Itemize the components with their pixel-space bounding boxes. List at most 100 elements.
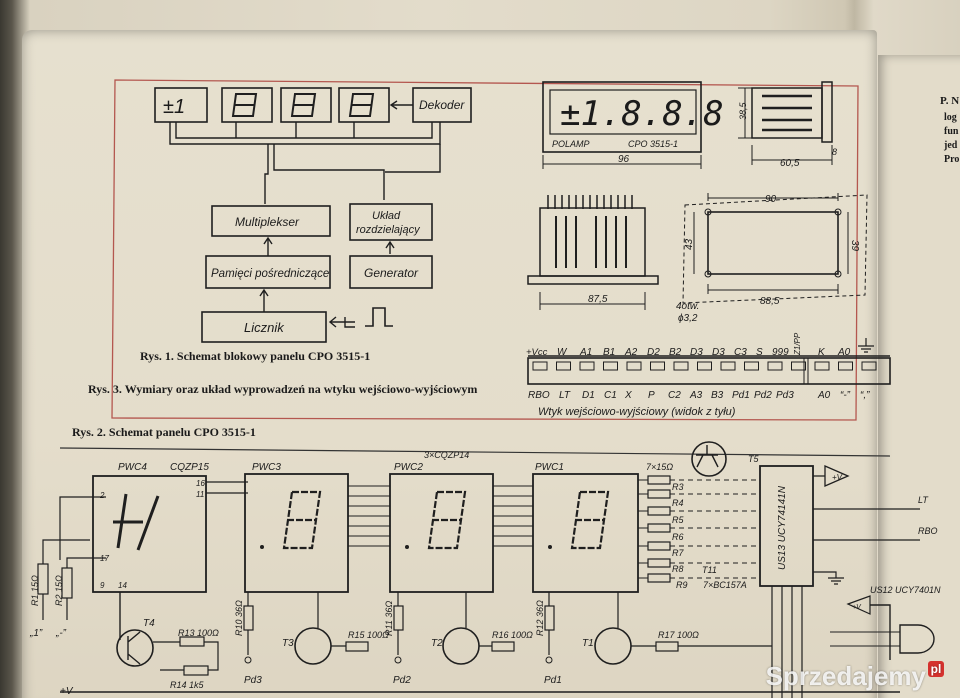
svg-text:11: 11	[196, 490, 204, 499]
watermark-badge: pl	[928, 661, 944, 677]
svg-text:+Vcc: +Vcc	[526, 347, 548, 358]
svg-text:Z1/PP: Z1/PP	[793, 332, 802, 356]
decoder-label: Dekoder	[419, 98, 465, 112]
caption-fig2: Rys. 2. Schemat panelu CPO 3515-1	[72, 425, 256, 439]
caption-fig1: Rys. 1. Schemat blokowy panelu CPO 3515-…	[140, 349, 370, 363]
counter-label: Licznik	[244, 320, 285, 335]
svg-text:C3: C3	[734, 347, 747, 358]
generator-label: Generator	[364, 266, 419, 280]
svg-text:PWC2: PWC2	[394, 462, 423, 473]
svg-text:2: 2	[99, 491, 105, 500]
divider-label-1: Układ	[372, 210, 401, 222]
svg-text:R8: R8	[672, 564, 684, 574]
svg-text:RBO: RBO	[528, 390, 550, 401]
svg-text:jed: jed	[943, 140, 958, 151]
generator-box	[349, 255, 433, 289]
svg-text:+V: +V	[852, 604, 862, 611]
svg-text:R9: R9	[676, 580, 688, 590]
svg-text:C2: C2	[668, 390, 681, 401]
svg-text:R11 36Ω: R11 36Ω	[384, 601, 394, 636]
svg-text:PWC1: PWC1	[535, 462, 564, 473]
t5-transistor	[691, 441, 727, 477]
svg-text:+V: +V	[60, 686, 74, 697]
svg-text:7×15Ω: 7×15Ω	[646, 462, 673, 472]
pwc2-display	[389, 473, 494, 593]
svg-text:log: log	[944, 112, 957, 123]
connector-pin	[673, 361, 689, 371]
connector-pin	[744, 361, 759, 371]
svg-text:Pd2: Pd2	[393, 675, 411, 686]
svg-text:T11: T11	[702, 565, 717, 575]
us13-ic	[759, 465, 814, 587]
svg-text:16: 16	[196, 479, 205, 488]
svg-text:CQZP15: CQZP15	[170, 462, 209, 473]
svg-text:US12 UCY7401N: US12 UCY7401N	[870, 585, 941, 595]
dim-43: 43	[684, 238, 695, 250]
display-sign-text: ±1	[163, 96, 185, 118]
svg-text:R6: R6	[672, 532, 684, 542]
display-box-sign	[154, 87, 208, 123]
connector-pin	[603, 361, 618, 371]
svg-text:B1: B1	[603, 347, 615, 358]
svg-text:“,”: “,”	[860, 390, 870, 401]
model-label: CPO 3515-1	[628, 139, 678, 149]
svg-text:R7: R7	[672, 548, 684, 558]
t2-transistor	[442, 627, 480, 665]
dim-885: 88,5	[760, 296, 780, 307]
svg-text:A1: A1	[579, 347, 592, 358]
svg-text:Pd1: Pd1	[544, 675, 562, 686]
connector-bottom-labels: RBO LT D1 C1 X P C2 A3 B3 Pd1 Pd2 Pd3 A0…	[528, 390, 870, 401]
svg-text:PWC3: PWC3	[252, 462, 281, 473]
connector-pin	[556, 361, 571, 371]
dim-8: 8	[832, 147, 837, 157]
svg-text:R1 15Ω: R1 15Ω	[30, 575, 40, 606]
watermark-text: Sprzedajemy	[765, 661, 926, 691]
svg-text:R2 15Ω: R2 15Ω	[54, 575, 64, 606]
connector-pin	[861, 361, 877, 371]
svg-text:B3: B3	[711, 390, 724, 401]
svg-text:LT: LT	[559, 390, 571, 401]
dim-39: 39	[849, 240, 860, 252]
dim-605: 60,5	[780, 158, 800, 169]
divider-box	[349, 203, 433, 241]
memory-label: Pamięci pośredniczące	[211, 268, 329, 280]
dim-875: 87,5	[588, 294, 608, 305]
svg-text:LT: LT	[918, 495, 929, 505]
svg-text:999: 999	[772, 347, 789, 358]
segment-resistors	[647, 475, 671, 583]
svg-text:B2: B2	[669, 347, 682, 358]
svg-text:T4: T4	[143, 618, 155, 629]
svg-text:RBO: RBO	[918, 526, 938, 536]
svg-text:D3: D3	[712, 347, 725, 358]
pwc3-display	[244, 473, 349, 593]
svg-text:W: W	[557, 347, 568, 358]
t3-transistor	[294, 627, 332, 665]
display-box-digit3	[338, 87, 390, 123]
multiplexer-box	[211, 205, 331, 237]
svg-text:T3: T3	[282, 638, 294, 649]
svg-text:Pd3: Pd3	[244, 675, 262, 686]
svg-text:Pd3: Pd3	[776, 390, 794, 401]
connector-pinout: +Vcc W A1 B1 A2 D2 B2 D3 D3 C3 S 999 Z1/…	[526, 332, 891, 418]
t1-transistor	[594, 627, 632, 665]
svg-text:“-”: “-”	[840, 390, 851, 401]
brand-label: POLAMP	[552, 139, 590, 149]
svg-text:R14 1k5: R14 1k5	[170, 680, 205, 690]
connector-pin	[767, 361, 783, 371]
svg-text:PWC4: PWC4	[118, 462, 147, 473]
svg-text:D2: D2	[647, 347, 660, 358]
right-page	[878, 55, 960, 698]
connector-pin	[791, 361, 806, 371]
svg-text:R12 36Ω: R12 36Ω	[535, 600, 545, 636]
svg-text:+V: +V	[832, 473, 843, 482]
display-box-digit2	[280, 87, 332, 123]
svg-text:US13 UCY74141N: US13 UCY74141N	[777, 485, 788, 570]
dim-90: 90	[765, 194, 777, 205]
svg-text:9: 9	[100, 581, 105, 590]
svg-text:A3: A3	[689, 390, 703, 401]
panel-digits: ±1.8.8.8	[560, 94, 724, 134]
svg-text:R5: R5	[672, 515, 684, 525]
svg-text:fun: fun	[944, 126, 959, 137]
holes-label-1: 4otw.	[676, 301, 699, 312]
